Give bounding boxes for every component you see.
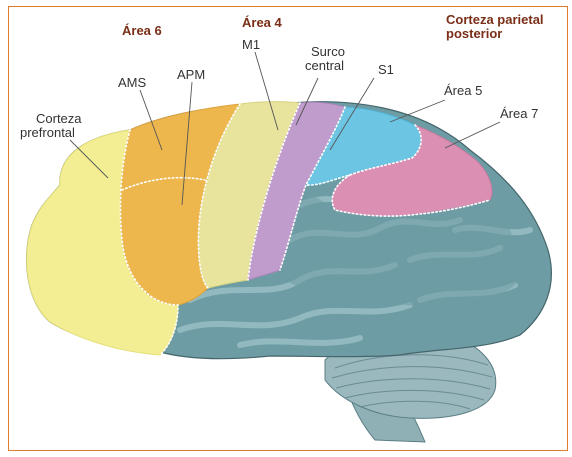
label-s1: S1: [378, 63, 394, 77]
header-parietal-line2: posterior: [446, 27, 502, 41]
label-surco-line1: Surco: [311, 45, 345, 59]
header-parietal-line1: Corteza parietal: [446, 13, 544, 27]
label-m1: M1: [242, 38, 260, 52]
label-area5: Área 5: [444, 84, 482, 98]
header-area6: Área 6: [122, 24, 162, 38]
label-prefrontal-line1: Corteza: [36, 112, 82, 126]
label-surco-line2: central: [305, 59, 344, 73]
label-prefrontal-line2: prefrontal: [20, 126, 75, 140]
leader-area7: [445, 122, 500, 148]
label-apm: APM: [177, 68, 205, 82]
header-area4: Área 4: [242, 16, 282, 30]
label-ams: AMS: [118, 76, 146, 90]
label-area7: Área 7: [500, 107, 538, 121]
